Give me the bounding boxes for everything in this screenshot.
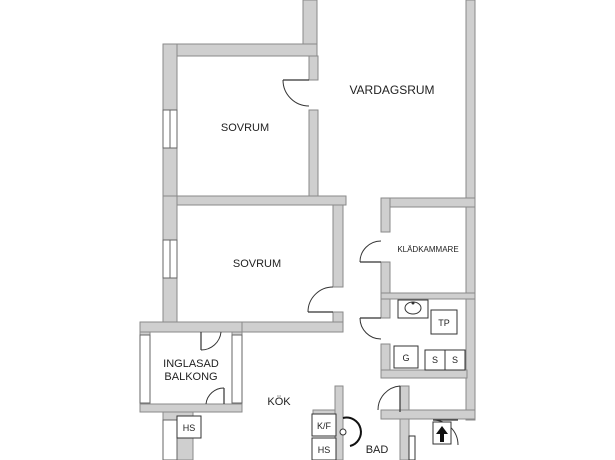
fixture-label-s1: S (432, 355, 438, 365)
door-closet-arc (359, 240, 382, 263)
fixture-label-s2: S (452, 355, 458, 365)
room-label-bad: BAD (366, 444, 389, 456)
room-label-sovrum-2: SOVRUM (233, 258, 281, 270)
wall-closet-bottom (380, 292, 476, 300)
wall-bed1-living-b (308, 109, 319, 199)
window-balcony-left (139, 334, 151, 404)
wall-outer-right (465, 0, 476, 421)
fixture-label-tp: TP (438, 318, 450, 328)
room-label-sovrum-1: SOVRUM (221, 122, 269, 134)
wall-closet-left-b (380, 261, 391, 319)
room-label-kok: KÖK (267, 396, 291, 408)
fixtures (176, 299, 466, 460)
hs-kitchen-box (311, 437, 337, 460)
doors (200, 79, 459, 446)
door-bedroom2-arc (307, 286, 334, 313)
room-label-vardagsrum: VARDAGSRUM (349, 83, 434, 97)
shower-screen-icon (342, 416, 362, 447)
entrance-arrow-icon (436, 426, 448, 442)
fixture-label-hs-kitchen: HS (318, 445, 331, 455)
kf-box (311, 413, 337, 437)
wall-bath-mid (380, 369, 468, 379)
wall-balcony-bottom (139, 403, 243, 413)
door-bedroom1-arc (282, 79, 310, 107)
wall-top-stub (302, 0, 318, 45)
fixture-label-kf: K/F (317, 421, 332, 431)
wall-bath-bottom-a (380, 409, 476, 420)
windows (139, 109, 243, 460)
labels: VARDAGSRUM SOVRUM SOVRUM KLÄDKAMMARE ING… (163, 83, 459, 456)
door-balcony-lower-arc (205, 387, 225, 405)
wall-balcony-top (139, 321, 243, 333)
door-wc-arc (359, 317, 382, 340)
hs-balcony-box (176, 415, 202, 439)
room-label-balkong-line2: BALKONG (164, 371, 217, 383)
wall-closet-left-a (380, 197, 391, 233)
walls (139, 0, 476, 460)
window-balcony-right (231, 334, 243, 404)
wall-bath-left-b (399, 385, 410, 460)
g-box (393, 345, 419, 369)
towel-rail-icon (408, 435, 416, 460)
room-label-balkong-line1: INGLASAD (163, 358, 219, 370)
wall-bed1-living-a (308, 55, 319, 81)
tp-box (430, 309, 458, 335)
wall-bed1-bed2 (162, 195, 347, 206)
wall-closet-top (380, 197, 476, 208)
wall-bed2-right-a (332, 204, 344, 288)
wall-kitchen-cabinet-top (312, 409, 336, 415)
wall-bedroom-top (162, 43, 318, 57)
window-kitchen (162, 419, 178, 460)
shower-head-icon (339, 428, 347, 436)
door-bath-arc (377, 385, 401, 411)
room-label-kladkammare: KLÄDKAMMARE (397, 245, 458, 254)
sink-drain-icon (411, 301, 415, 305)
door-balcony-arc (200, 331, 222, 351)
fixture-label-g: G (402, 353, 409, 363)
fixture-label-hs-balcony: HS (183, 423, 196, 433)
